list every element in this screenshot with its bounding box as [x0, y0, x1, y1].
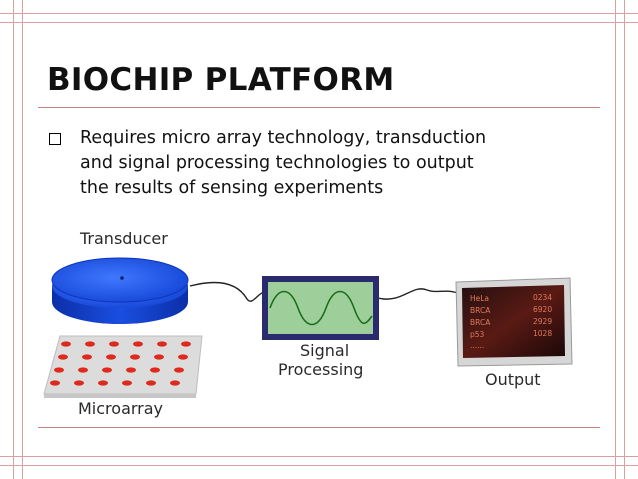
cable-processor-to-output — [377, 288, 461, 300]
output-row-1-value: 0234 — [533, 293, 552, 302]
output-row-2-name: BRCA — [470, 306, 491, 315]
frame-line-bottom-outer — [0, 465, 638, 466]
frame-line-left-outer — [13, 0, 14, 479]
output-row-4-name: p53 — [470, 330, 485, 339]
bullet-line-1: Requires micro array technology, transdu… — [80, 128, 487, 148]
biochip-diagram: Transducer Microarray Signal Pr — [42, 224, 590, 429]
transducer-label: Transducer — [79, 229, 168, 248]
frame-line-right-inner — [615, 0, 616, 479]
output-row-3-name: BRCA — [470, 318, 491, 327]
bullet-square-icon — [49, 133, 61, 145]
transducer-disc-icon — [51, 257, 189, 324]
cable-transducer-to-processor — [189, 281, 265, 302]
bottom-divider — [38, 427, 600, 428]
signal-label-line1: Signal — [300, 341, 349, 360]
output-row-3-value: 2929 — [533, 317, 552, 326]
output-monitor-icon: HeLa 0234 BRCA 6920 BRCA 2929 p53 1028 .… — [455, 277, 573, 367]
output-label: Output — [485, 370, 541, 389]
title-underline — [38, 107, 600, 108]
frame-line-top-inner — [0, 22, 638, 23]
microarray-label: Microarray — [78, 399, 163, 418]
output-row-extra: ...... — [470, 341, 484, 350]
signal-processor-icon — [262, 276, 379, 340]
bullet-line-2: and signal processing technologies to ou… — [80, 153, 474, 173]
slide-title: BIOCHIP PLATFORM — [47, 62, 395, 98]
biochip-diagram-svg: Transducer Microarray Signal Pr — [43, 229, 573, 418]
frame-line-right-outer — [624, 0, 625, 479]
frame-line-top-outer — [0, 13, 638, 14]
bullet-text: Requires micro array technology, transdu… — [80, 126, 590, 201]
frame-line-bottom-inner — [0, 456, 638, 457]
frame-line-left-inner — [22, 0, 23, 479]
signal-label-line2: Processing — [278, 360, 363, 379]
output-row-4-value: 1028 — [533, 329, 552, 338]
bullet-line-3: the results of sensing experiments — [80, 178, 384, 198]
output-row-1-name: HeLa — [470, 294, 489, 303]
output-row-2-value: 6920 — [533, 305, 552, 314]
microarray-slide-icon — [43, 335, 203, 398]
